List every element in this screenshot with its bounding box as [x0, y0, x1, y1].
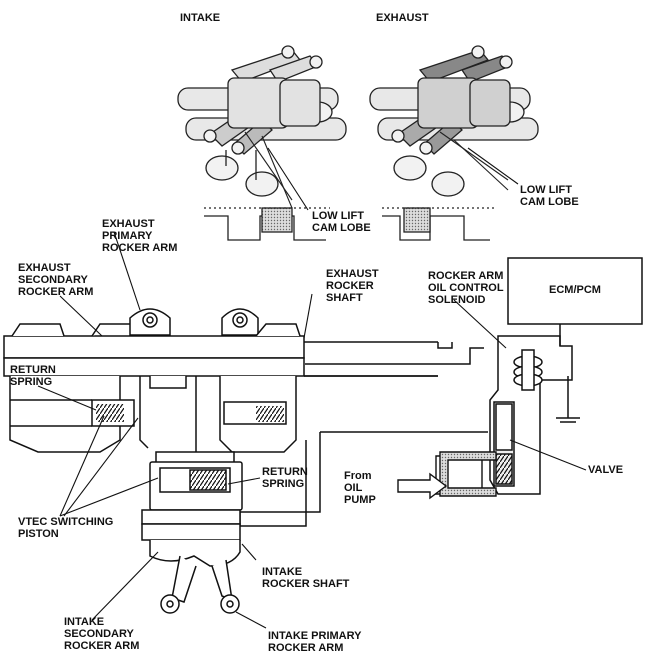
- intake-valvetrain-illustration: [177, 45, 347, 209]
- ecm-pcm-box: [507, 257, 643, 423]
- intake-primary-rocker-arm-label: INTAKE PRIMARY ROCKER ARM: [268, 630, 362, 654]
- intake-rocker-assembly: [141, 451, 243, 614]
- exhaust-title: EXHAUST: [376, 12, 429, 24]
- return-spring-label-mid: RETURN SPRING: [262, 466, 308, 490]
- exhaust-rocker-assembly: [3, 308, 438, 457]
- cam-lobe-profile-left: [204, 207, 330, 241]
- leader-lines: [37, 147, 587, 629]
- oil-passage-lines: [239, 342, 488, 527]
- cam-lobe-profile-right: [382, 207, 494, 241]
- intake-title: INTAKE: [180, 12, 221, 24]
- intake-rocker-shaft-label: INTAKE ROCKER SHAFT: [262, 566, 350, 590]
- low-lift-cam-lobe-label-right: LOW LIFT CAM LOBE: [520, 184, 579, 208]
- solenoid-assembly: [489, 335, 573, 495]
- exhaust-primary-rocker-arm-label: EXHAUST PRIMARY ROCKER ARM: [102, 218, 178, 254]
- exhaust-secondary-rocker-arm-label: EXHAUST SECONDARY ROCKER ARM: [18, 262, 94, 298]
- intake-secondary-rocker-arm-label: INTAKE SECONDARY ROCKER ARM: [64, 616, 140, 652]
- valve-label: VALVE: [588, 464, 624, 476]
- ecm-pcm-label: ECM/PCM: [549, 284, 601, 296]
- oil-feed-pipe: [397, 451, 497, 500]
- rocker-arm-oil-control-solenoid-label: ROCKER ARM OIL CONTROL SOLENOID: [428, 270, 504, 306]
- return-spring-label-left: RETURN SPRING: [10, 364, 56, 388]
- vtec-switching-piston-label: VTEC SWITCHING PISTON: [18, 516, 114, 540]
- exhaust-rocker-shaft-label: EXHAUST ROCKER SHAFT: [326, 268, 379, 304]
- from-oil-pump-label: From OIL PUMP: [344, 470, 376, 506]
- exhaust-valvetrain-illustration: [369, 45, 539, 197]
- low-lift-cam-lobe-label-left: LOW LIFT CAM LOBE: [312, 210, 371, 234]
